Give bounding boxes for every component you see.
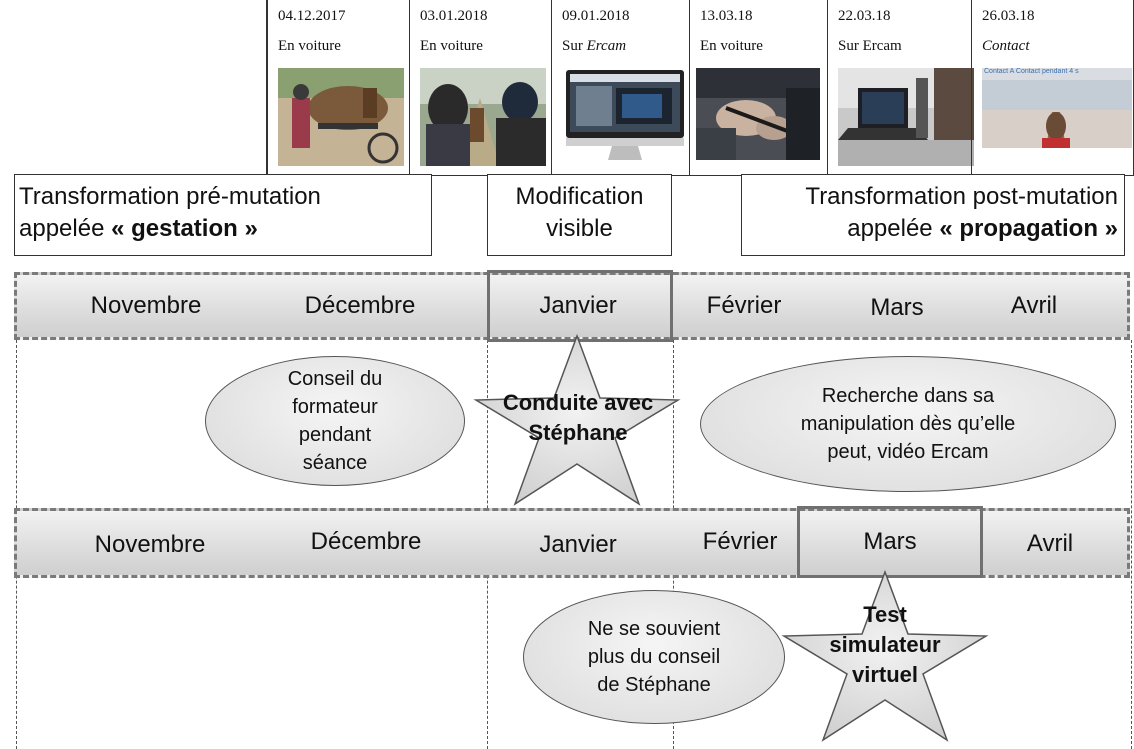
phase-visible-title: Modification xyxy=(515,183,644,210)
photo-caption: Contact xyxy=(982,38,1030,54)
ellipse-line: formateur xyxy=(292,396,378,418)
event-star-driving xyxy=(473,334,681,506)
timeline-bottom-month-march: Mars xyxy=(863,528,917,555)
star-line: Conduite avec xyxy=(502,390,654,415)
photo-date: 04.12.2017 xyxy=(278,8,346,24)
photo-caption: Sur Ercam xyxy=(838,38,902,54)
guide-line-right xyxy=(1131,340,1132,749)
phase-pre-title: Transformation pré-mutation xyxy=(19,183,321,210)
photo-computer-monitor xyxy=(562,68,688,166)
star-line: Test xyxy=(863,602,907,627)
timeline-bottom-month-february: Février xyxy=(702,528,778,555)
ellipse-line: de Stéphane xyxy=(597,674,711,696)
event-star-simulator-test xyxy=(781,570,989,742)
photo-caption: Sur Ercam xyxy=(562,38,627,54)
event-ellipse-trainer-advice: Conseil du formateur pendant séance xyxy=(205,356,465,486)
ellipse-line: manipulation dès qu’elle xyxy=(800,413,1016,435)
timeline-top-month-november: Novembre xyxy=(90,292,202,319)
photo-driving-carriage xyxy=(420,68,546,166)
photo-date: 26.03.18 xyxy=(982,8,1035,24)
star-line: Stéphane xyxy=(528,420,628,445)
photo-column-2: 03.01.2018 En voiture xyxy=(409,0,551,176)
photo-date: 13.03.18 xyxy=(700,8,753,24)
ellipse-line: Ne se souvient xyxy=(587,618,721,640)
photo-date: 09.01.2018 xyxy=(562,8,630,24)
phase-post-title: Transformation post-mutation xyxy=(805,183,1118,210)
event-star-simulator-label: Test simulateur virtuel xyxy=(795,600,975,690)
photo-column-1: 04.12.2017 En voiture xyxy=(267,0,409,176)
photo-laptop-desk xyxy=(838,68,974,166)
timeline-top-month-february: Février xyxy=(706,292,782,319)
phase-pre-subtitle: appelée « gestation » xyxy=(19,215,258,242)
star-line: simulateur xyxy=(829,632,941,657)
photo-timeline-table: 04.12.2017 En voiture 03.01.2018 En voit… xyxy=(266,0,1134,176)
photo-simulator-screen: Contact A Contact pendant 4 s xyxy=(982,68,1132,148)
phase-visible-subtitle: visible xyxy=(546,215,613,242)
photo-caption: En voiture xyxy=(420,38,483,54)
event-star-driving-label: Conduite avec Stéphane xyxy=(488,388,668,448)
timeline-top-month-march: Mars xyxy=(870,294,924,321)
timeline-bottom-month-april: Avril xyxy=(1026,530,1074,557)
photo-column-3: 09.01.2018 Sur Ercam xyxy=(551,0,689,176)
phase-post-subtitle: appelée « propagation » xyxy=(847,215,1118,242)
timeline-top-month-december: Décembre xyxy=(304,292,416,319)
photo-date: 22.03.18 xyxy=(838,8,891,24)
timeline-top-january-frame xyxy=(487,270,673,342)
photo-date: 03.01.2018 xyxy=(420,8,488,24)
ellipse-line: pendant xyxy=(298,424,372,446)
timeline-bottom-march-frame xyxy=(797,506,983,578)
timeline-bottom-month-november: Novembre xyxy=(94,531,206,558)
photo-column-5: 22.03.18 Sur Ercam xyxy=(827,0,974,176)
timeline-band-top xyxy=(14,272,1130,340)
photo-hands-reins xyxy=(696,68,820,160)
event-ellipse-research-manipulation: Recherche dans sa manipulation dès qu’el… xyxy=(700,356,1116,492)
photo-caption: En voiture xyxy=(700,38,763,54)
phase-pre-mutation-box: Transformation pré-mutation appelée « ge… xyxy=(14,174,432,256)
photo-caption: En voiture xyxy=(278,38,341,54)
photo-horse-harnessing xyxy=(278,68,404,166)
ellipse-line: séance xyxy=(302,452,368,474)
ellipse-line: Conseil du xyxy=(287,368,383,390)
simulator-screen-text: Contact A Contact pendant 4 s xyxy=(984,68,1079,75)
timeline-top-month-april: Avril xyxy=(1010,292,1058,319)
phase-visible-box: Modification visible xyxy=(487,174,672,256)
ellipse-line: peut, vidéo Ercam xyxy=(827,441,989,463)
event-ellipse-forgot-advice: Ne se souvient plus du conseil de Stépha… xyxy=(523,590,785,724)
ellipse-line: Recherche dans sa xyxy=(821,385,995,407)
photo-column-6: 26.03.18 Contact Contact A Contact penda… xyxy=(971,0,1134,176)
timeline-top-month-january: Janvier xyxy=(539,292,617,319)
ellipse-line: plus du conseil xyxy=(587,646,721,668)
photo-column-4: 13.03.18 En voiture xyxy=(689,0,827,176)
timeline-bottom-month-december: Décembre xyxy=(310,528,422,555)
phase-post-mutation-box: Transformation post-mutation appelée « p… xyxy=(741,174,1125,256)
timeline-band-bottom xyxy=(14,508,1130,578)
star-line: virtuel xyxy=(851,662,919,687)
timeline-bottom-month-january: Janvier xyxy=(539,531,617,558)
